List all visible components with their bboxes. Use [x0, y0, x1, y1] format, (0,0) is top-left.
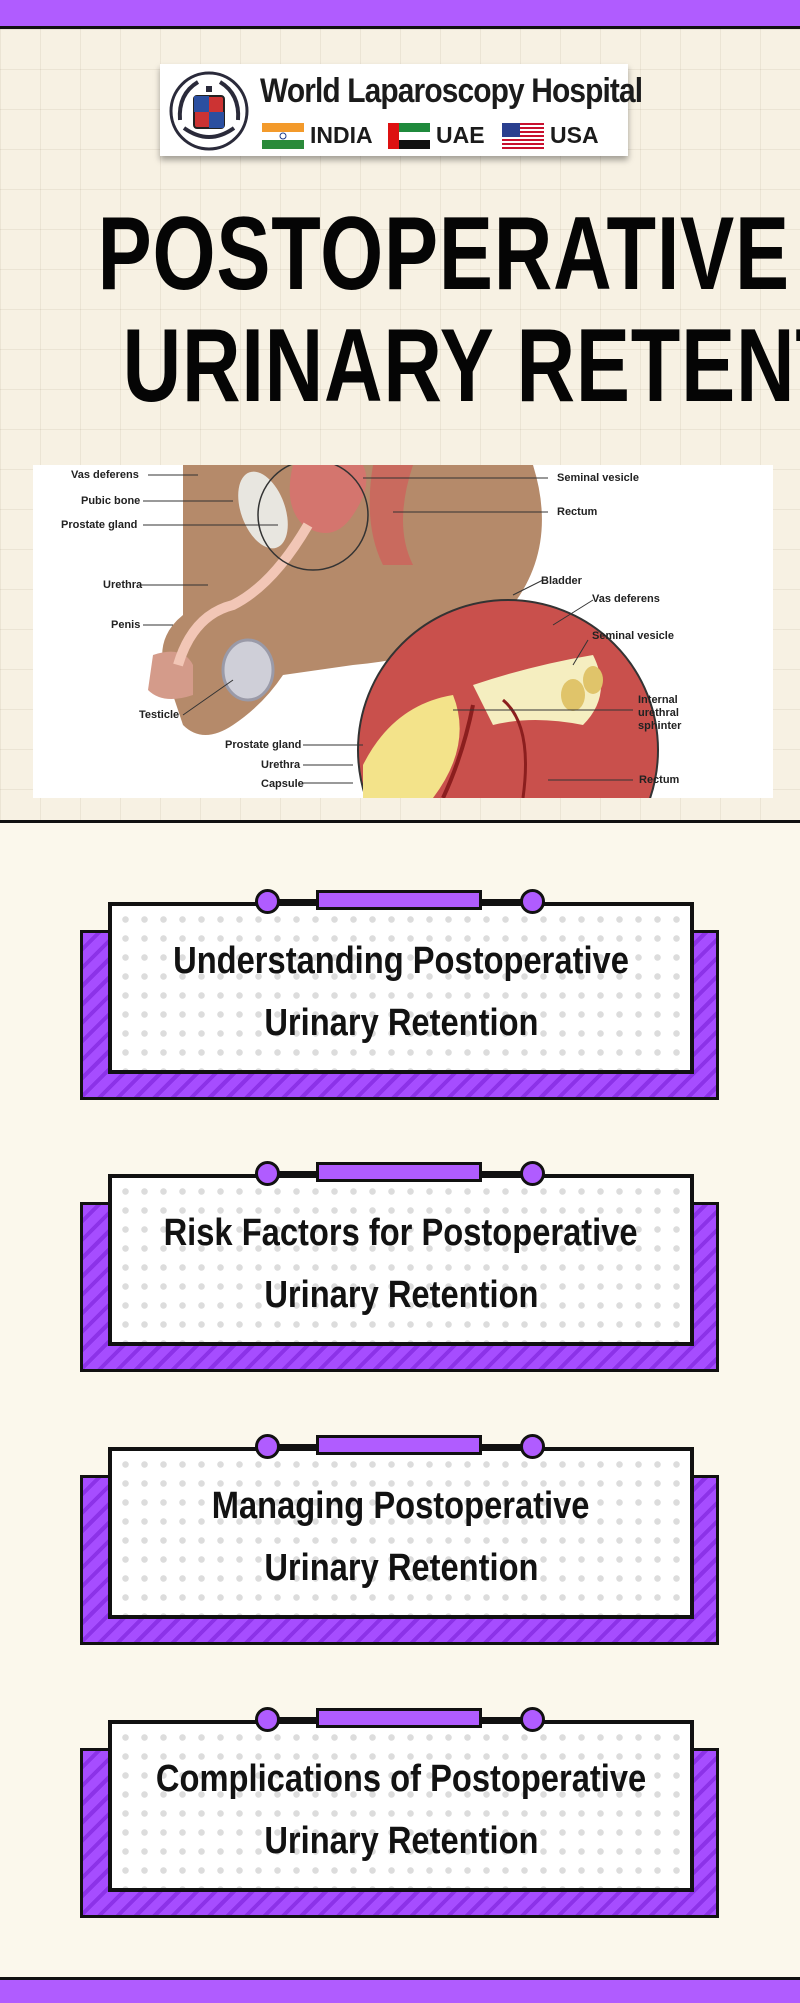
card-connector-right — [482, 1717, 522, 1720]
country-usa: USA — [502, 122, 599, 149]
label-capsule: Capsule — [261, 778, 304, 790]
section-card-risk-factors: Risk Factors for Postoperative Urinary R… — [80, 1161, 720, 1372]
card-connector-right — [482, 899, 522, 902]
card-connector-left — [276, 899, 316, 902]
label-rectum-2: Rectum — [639, 774, 680, 786]
label-internal-sphincter-2: urethral — [638, 707, 679, 719]
hospital-emblem-icon — [169, 71, 249, 151]
card-connector-left — [276, 1717, 316, 1720]
card-panel — [108, 1720, 694, 1892]
section-card-understanding: Understanding Postoperative Urinary Rete… — [80, 889, 720, 1100]
card-dot-left — [255, 1707, 280, 1732]
card-heading: Understanding Postoperative Urinary Rete… — [173, 940, 629, 1044]
card-heading: Complications of Postoperative Urinary R… — [155, 1758, 647, 1862]
label-bladder: Bladder — [541, 575, 582, 587]
card-connector-right — [482, 1171, 522, 1174]
label-internal-sphincter-1: Internal — [638, 694, 678, 706]
card-connector-left — [276, 1171, 316, 1174]
card-heading: Managing Postoperative Urinary Retention — [212, 1485, 590, 1589]
section-card-complications: Complications of Postoperative Urinary R… — [80, 1707, 720, 1918]
page-title-line-2: URINARY RETENTION — [122, 308, 800, 424]
card-tab — [316, 890, 482, 910]
card-panel — [108, 902, 694, 1074]
card-dot-right — [520, 889, 545, 914]
country-name-usa: USA — [550, 122, 599, 148]
page-title-line-1: POSTOPERATIVE — [97, 196, 790, 312]
label-pubic-bone: Pubic bone — [81, 495, 141, 507]
card-dot-right — [520, 1161, 545, 1186]
anatomy-illustration: Vas deferens Pubic bone Prostate gland U… — [33, 465, 773, 798]
uae-flag-icon — [388, 122, 430, 149]
card-dot-right — [520, 1434, 545, 1459]
label-prostate-gland-2: Prostate gland — [225, 739, 302, 751]
country-india: INDIA — [262, 122, 373, 149]
country-name-india: INDIA — [310, 122, 373, 148]
card-dot-left — [255, 889, 280, 914]
label-testicle: Testicle — [139, 709, 180, 721]
india-flag-icon — [262, 122, 304, 149]
card-tab — [316, 1162, 482, 1182]
card-tab — [316, 1435, 482, 1455]
hospital-logo: World Laparoscopy Hospital INDIA UAE — [160, 64, 643, 156]
label-vas-deferens-1: Vas deferens — [71, 469, 139, 481]
card-dot-right — [520, 1707, 545, 1732]
card-tab — [316, 1708, 482, 1728]
label-seminal-vesicle-2: Seminal vesicle — [592, 630, 674, 642]
label-internal-sphincter-3: sphinter — [638, 720, 682, 732]
card-dot-left — [255, 1161, 280, 1186]
label-penis: Penis — [111, 619, 141, 631]
label-urethra-1: Urethra — [103, 579, 143, 591]
hospital-name: World Laparoscopy Hospital — [260, 72, 643, 110]
label-urethra-2: Urethra — [261, 759, 301, 771]
country-uae: UAE — [388, 122, 485, 149]
label-vas-deferens-2: Vas deferens — [592, 593, 660, 605]
card-connector-right — [482, 1444, 522, 1447]
card-heading: Risk Factors for Postoperative Urinary R… — [163, 1212, 638, 1316]
label-rectum-1: Rectum — [557, 506, 598, 518]
card-connector-left — [276, 1444, 316, 1447]
top-accent-bar — [0, 0, 800, 29]
card-panel — [108, 1174, 694, 1346]
card-panel — [108, 1447, 694, 1619]
section-card-managing: Managing Postoperative Urinary Retention — [80, 1434, 720, 1645]
country-name-uae: UAE — [436, 122, 485, 148]
usa-flag-icon — [502, 122, 544, 149]
label-seminal-vesicle-1: Seminal vesicle — [557, 472, 639, 484]
header-section: World Laparoscopy Hospital INDIA UAE — [0, 29, 800, 823]
label-prostate-gland-1: Prostate gland — [61, 519, 138, 531]
bottom-accent-bar — [0, 1977, 800, 2003]
anatomy-drawing — [138, 465, 659, 798]
card-dot-left — [255, 1434, 280, 1459]
